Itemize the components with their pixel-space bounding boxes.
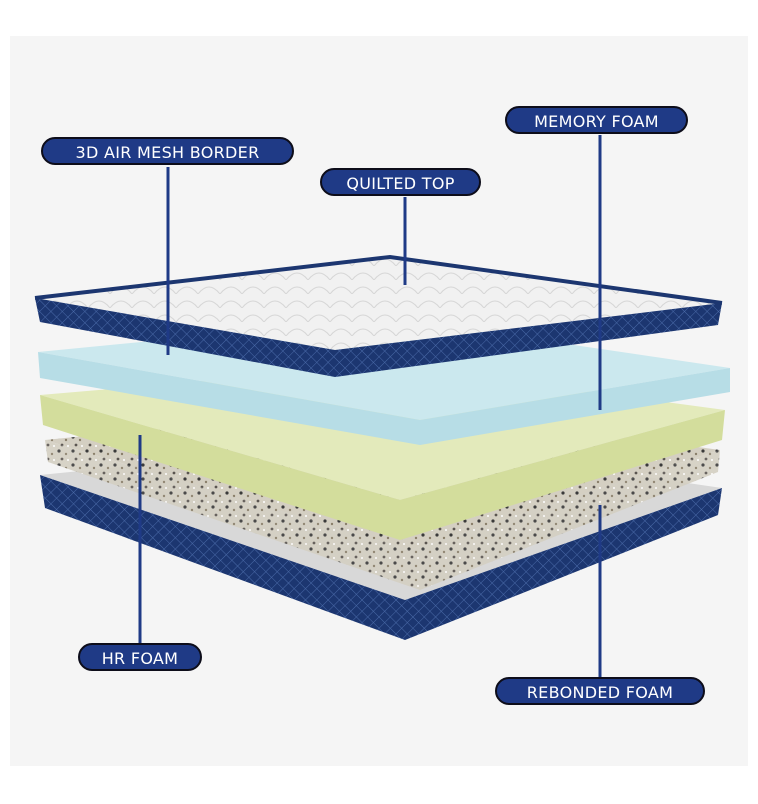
top-layer bbox=[34, 254, 723, 377]
label-hr-foam: HR FOAM bbox=[78, 643, 202, 671]
label-memory-foam: MEMORY FOAM bbox=[505, 106, 688, 134]
label-quilted-top: QUILTED TOP bbox=[320, 168, 481, 196]
label-3d-air-mesh-border: 3D AIR MESH BORDER bbox=[41, 137, 294, 165]
label-rebonded-foam: REBONDED FOAM bbox=[495, 677, 705, 705]
leader-lines bbox=[138, 135, 602, 679]
